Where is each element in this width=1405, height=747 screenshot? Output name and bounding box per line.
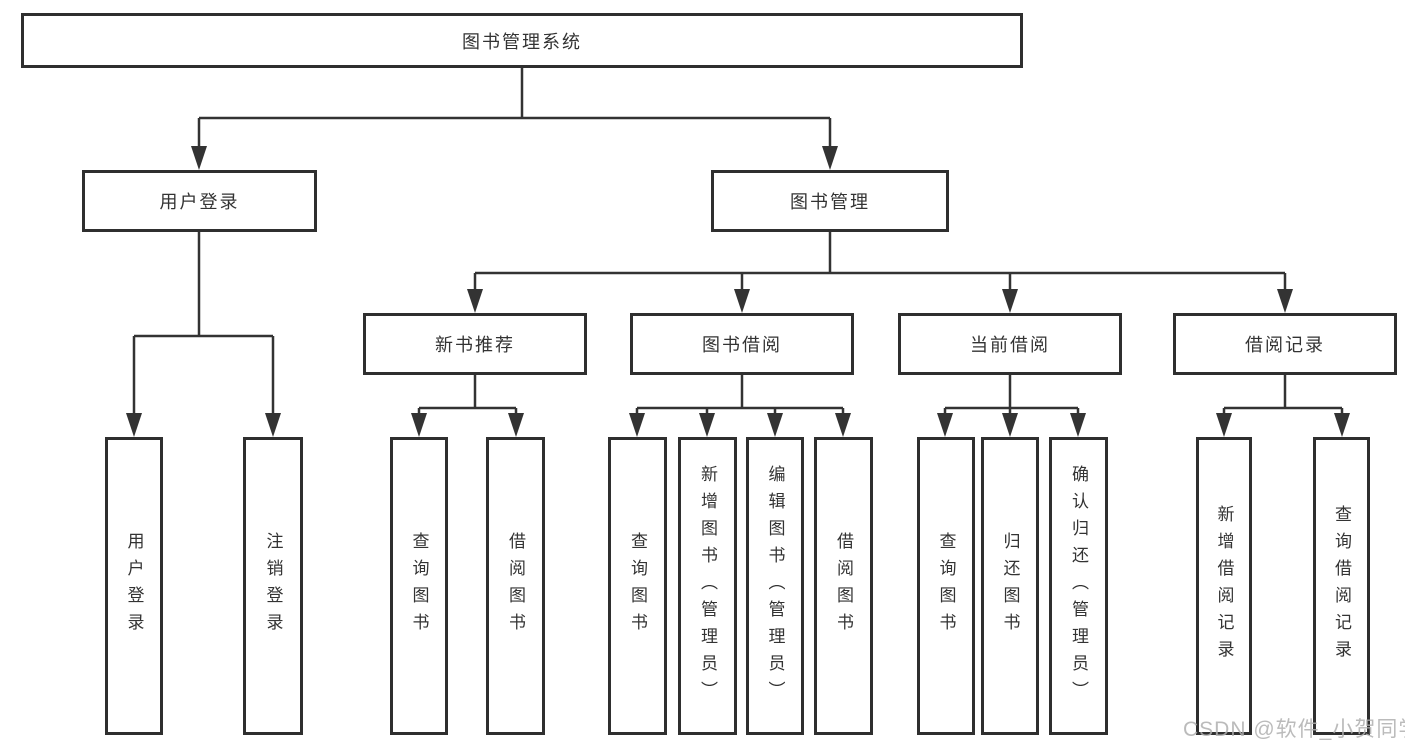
leaf-query-borrow-record-label: 查询借阅记录 (1332, 505, 1351, 667)
leaf-borrow-books-2: 借阅图书 (814, 437, 873, 735)
node-book-management: 图书管理 (711, 170, 949, 232)
node-current-borrowing: 当前借阅 (898, 313, 1122, 375)
leaf-borrow-books-2-label: 借阅图书 (834, 532, 853, 640)
node-new-book-recommendation: 新书推荐 (363, 313, 587, 375)
leaf-borrow-books-1: 借阅图书 (486, 437, 545, 735)
leaf-user-login-label: 用户登录 (124, 532, 144, 640)
leaf-query-books-3: 查询图书 (917, 437, 975, 735)
leaf-logout: 注销登录 (243, 437, 303, 735)
leaf-confirm-return-admin: 确认归还（管理员） (1049, 437, 1108, 735)
leaf-query-borrow-record: 查询借阅记录 (1313, 437, 1370, 735)
leaf-logout-label: 注销登录 (263, 532, 283, 640)
node-user-login: 用户登录 (82, 170, 317, 232)
leaf-add-borrow-record-label: 新增借阅记录 (1214, 505, 1234, 667)
leaf-confirm-return-admin-label: 确认归还（管理员） (1069, 464, 1088, 708)
csdn-watermark: CSDN @软件_小贺同学 (1183, 718, 1405, 741)
leaf-query-books-1-label: 查询图书 (409, 532, 429, 640)
leaf-user-login: 用户登录 (105, 437, 163, 735)
node-library-management-system: 图书管理系统 (21, 13, 1023, 68)
node-borrowing-records: 借阅记录 (1173, 313, 1397, 375)
leaf-add-book-admin-label: 新增图书（管理员） (698, 464, 717, 708)
leaf-return-book-label: 归还图书 (1000, 532, 1020, 640)
leaf-add-book-admin: 新增图书（管理员） (678, 437, 737, 735)
leaf-edit-book-admin: 编辑图书（管理员） (746, 437, 804, 735)
leaf-query-books-1: 查询图书 (390, 437, 448, 735)
node-book-borrowing: 图书借阅 (630, 313, 854, 375)
leaf-query-books-3-label: 查询图书 (936, 532, 956, 640)
leaf-add-borrow-record: 新增借阅记录 (1196, 437, 1252, 735)
leaf-return-book: 归还图书 (981, 437, 1039, 735)
leaf-query-books-2-label: 查询图书 (628, 532, 647, 640)
leaf-query-books-2: 查询图书 (608, 437, 667, 735)
leaf-borrow-books-1-label: 借阅图书 (506, 532, 525, 640)
leaf-edit-book-admin-label: 编辑图书（管理员） (765, 464, 785, 708)
